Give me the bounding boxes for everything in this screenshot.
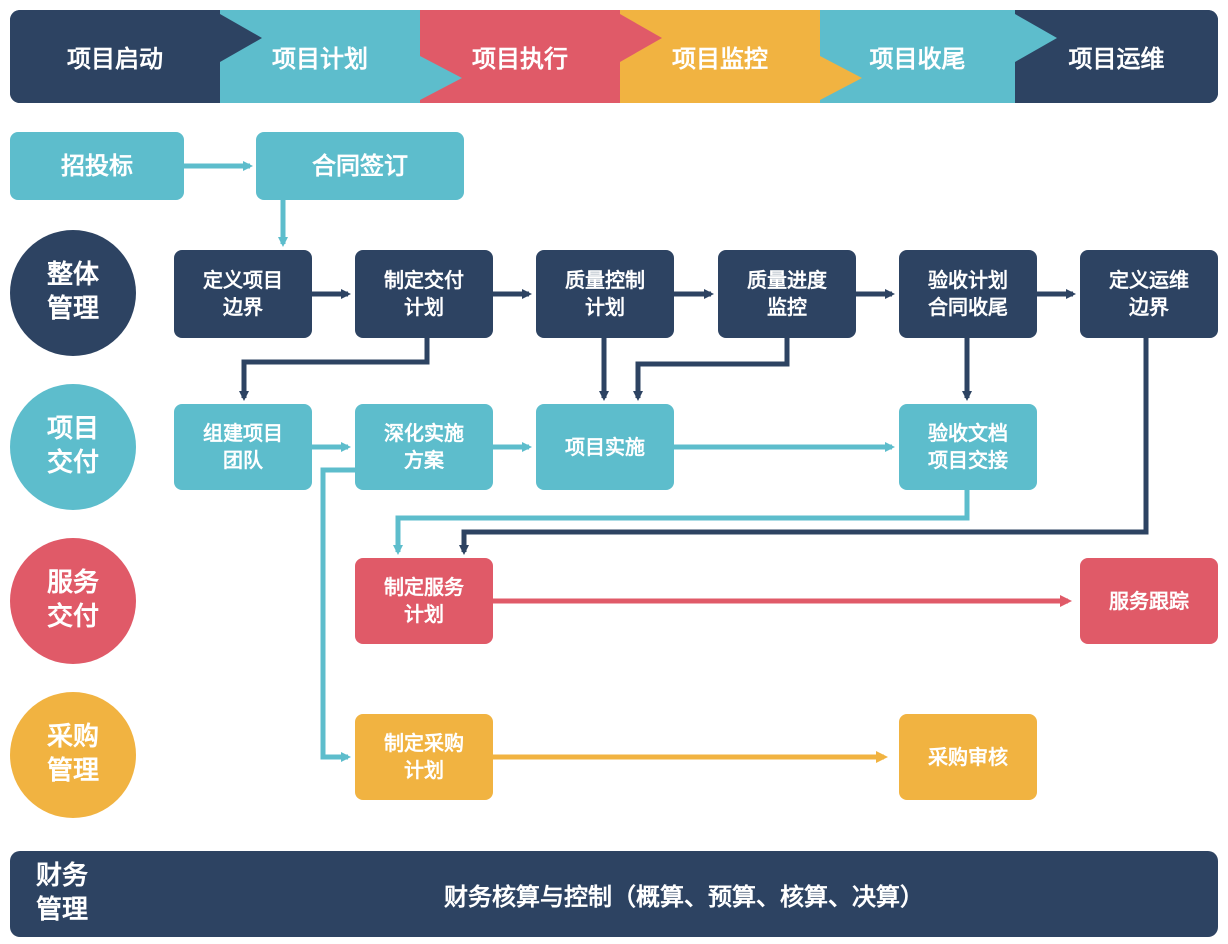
phase-arrow-4 xyxy=(820,56,862,100)
step-build-team: 组建项目 团队 xyxy=(174,404,312,490)
phase-arrow-3 xyxy=(620,14,662,62)
arrow-ops-to-service xyxy=(459,338,1149,555)
finance-lane-label: 财务 管理 xyxy=(36,861,89,925)
finance-bar: 财务 管理 财务核算与控制（概算、预算、核算、决算） xyxy=(10,851,1218,937)
phase-closing: 项目收尾 xyxy=(820,10,1015,103)
phase-arrow-1 xyxy=(220,14,262,62)
lane-overall: 整体 管理 xyxy=(10,230,136,356)
lane-procurement: 采购 管理 xyxy=(10,692,136,818)
step-acceptance-docs: 验收文档 项目交接 xyxy=(899,404,1037,490)
step-define-boundary: 定义项目 边界 xyxy=(174,250,312,338)
arrow-plan-to-team xyxy=(239,338,430,401)
step-procure-review: 采购审核 xyxy=(899,714,1037,800)
step-delivery-plan: 制定交付 计划 xyxy=(355,250,493,338)
step-service-tracking: 服务跟踪 xyxy=(1080,558,1218,644)
phase-initiation: 项目启动 xyxy=(10,10,220,103)
phase-execution: 项目执行 xyxy=(420,10,620,103)
arrow-docs-to-service xyxy=(393,490,970,555)
phase-planning: 项目计划 xyxy=(220,10,420,103)
lane-service: 服务 交付 xyxy=(10,538,136,664)
step-quality-monitor: 质量进度 监控 xyxy=(718,250,856,338)
bidding-box: 招投标 xyxy=(10,132,184,200)
finance-text: 财务核算与控制（概算、预算、核算、决算） xyxy=(444,882,924,911)
step-quality-plan: 质量控制 计划 xyxy=(536,250,674,338)
contract-box: 合同签订 xyxy=(256,132,464,200)
arrow-scheme-to-procure xyxy=(320,467,355,762)
step-deepen-scheme: 深化实施 方案 xyxy=(355,404,493,490)
step-acceptance-plan: 验收计划 合同收尾 xyxy=(899,250,1037,338)
step-service-plan: 制定服务 计划 xyxy=(355,558,493,644)
phase-monitoring: 项目监控 xyxy=(620,10,820,103)
phase-arrow-2 xyxy=(420,56,462,100)
step-procure-plan: 制定采购 计划 xyxy=(355,714,493,800)
phase-arrow-5 xyxy=(1015,14,1057,62)
step-implementation: 项目实施 xyxy=(536,404,674,490)
step-ops-boundary: 定义运维 边界 xyxy=(1080,250,1218,338)
arrow-monitor-to-impl xyxy=(633,338,790,401)
lane-delivery: 项目 交付 xyxy=(10,384,136,510)
phase-operation: 项目运维 xyxy=(1015,10,1218,103)
